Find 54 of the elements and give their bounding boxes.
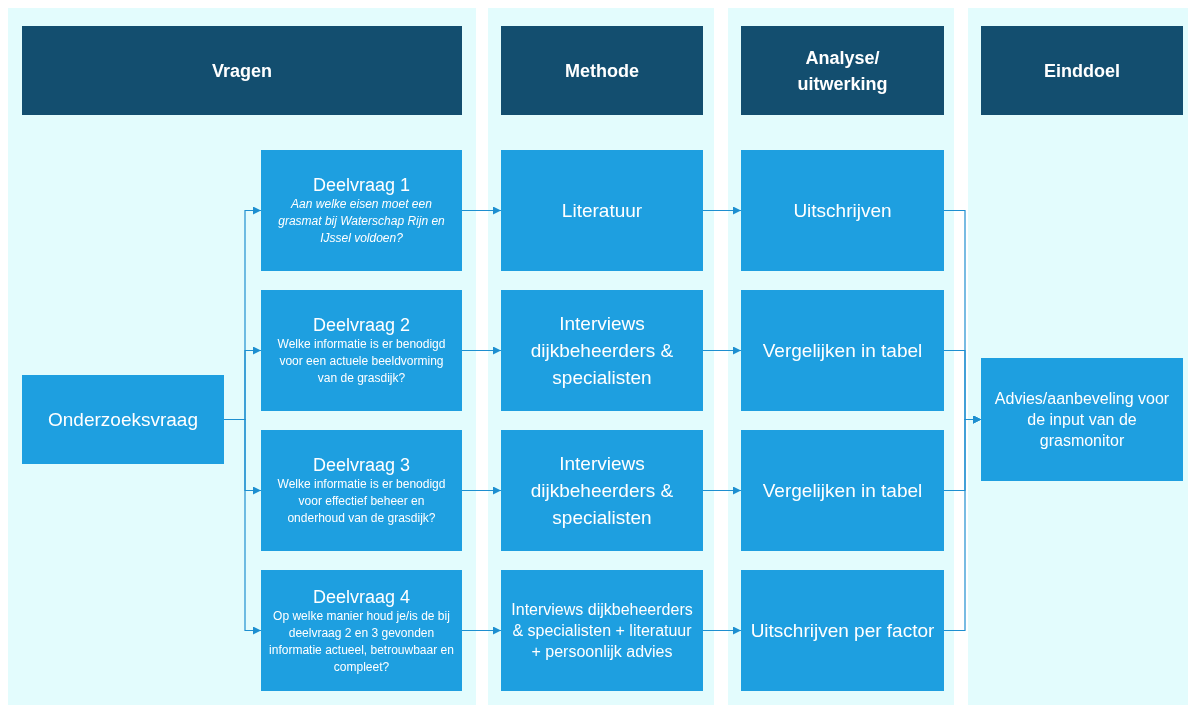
process-box: [741, 570, 944, 691]
arrow: [223, 418, 262, 635]
process-box: [261, 290, 462, 411]
column-header: [501, 26, 703, 115]
box-title: Deelvraag 4: [312, 585, 411, 608]
process-box: [741, 290, 944, 411]
header-text: Vragen: [212, 59, 272, 83]
box-title: Interviews dijkbeheerders & specialisten: [529, 452, 675, 530]
box-description: Welke informatie is er benodigd voor effectief beheer en onderhoud van de grasdijk?: [276, 476, 447, 527]
box-description: Aan welke eisen moet een grasmat bij Waterschap Rijn en IJssel voldoen?: [277, 196, 446, 247]
box-title: Advies/aanbeveling voor de input van de grasmonitor: [993, 389, 1171, 451]
process-box: [981, 358, 1183, 481]
process-box: [261, 150, 462, 271]
box-title: Literatuur: [561, 199, 643, 223]
process-box: [741, 150, 944, 271]
box-title: Vergelijken in tabel: [762, 339, 923, 363]
column-header: [741, 26, 944, 115]
process-box: [22, 375, 224, 464]
box-title: Uitschrijven per factor: [750, 619, 935, 643]
arrow: [461, 206, 502, 215]
column-panel: [968, 8, 1188, 705]
arrow: [461, 626, 502, 635]
process-box: [741, 430, 944, 551]
column-panel: [728, 8, 954, 705]
process-box: [501, 430, 703, 551]
process-box: [261, 570, 462, 691]
header-text: Methode: [565, 59, 639, 83]
arrow: [461, 486, 502, 495]
arrow: [702, 206, 742, 215]
box-title: Uitschrijven: [793, 199, 892, 223]
box-description: Op welke manier houd je/is de bij deelvraag 2 en 3 gevonden informatie actueel, betrouwbaar en compleet?: [269, 607, 454, 676]
arrow: [702, 626, 742, 635]
box-title: Vergelijken in tabel: [762, 479, 923, 503]
arrow: [702, 346, 742, 355]
box-title: Deelvraag 2: [312, 314, 411, 336]
arrow: [702, 486, 742, 495]
box-title: Onderzoeksvraag: [48, 408, 198, 432]
process-box: [501, 150, 703, 271]
column-header: [981, 26, 1183, 115]
column-header: [22, 26, 462, 115]
arrow: [461, 346, 502, 355]
box-title: Deelvraag 1: [312, 174, 411, 196]
box-title: Interviews dijkbeheerders & specialisten: [529, 312, 675, 390]
box-title: Interviews dijkbeheerders & specialisten + literatuur + persoonlijk advies: [510, 600, 694, 662]
process-box: [261, 430, 462, 551]
process-box: [501, 570, 703, 691]
box-title: Deelvraag 3: [312, 454, 411, 476]
box-description: Welke informatie is er benodigd voor een actuele beeldvorming van de grasdijk?: [276, 336, 447, 387]
header-text: Analyse/ uitwerking: [796, 46, 889, 96]
column-panel: [8, 8, 476, 705]
header-text: Einddoel: [1044, 59, 1120, 83]
process-box: [501, 290, 703, 411]
column-panel: [488, 8, 714, 705]
arrow: [943, 415, 982, 632]
